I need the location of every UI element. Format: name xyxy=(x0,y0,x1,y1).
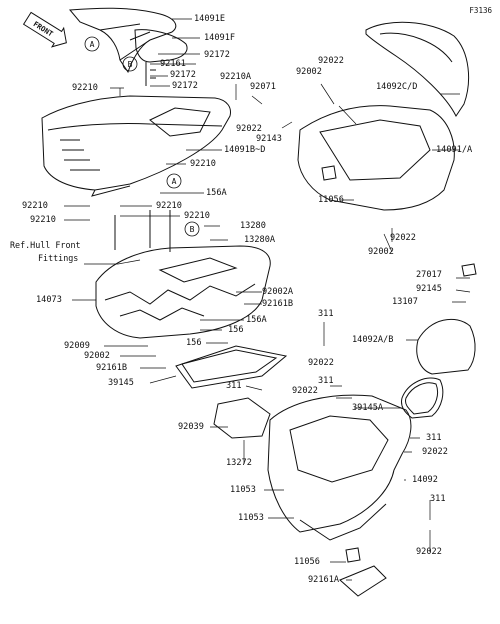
part-label: 92172 xyxy=(204,50,230,60)
part-label: 92002 xyxy=(296,67,322,77)
part-label: 13107 xyxy=(392,297,418,307)
part-label: 311 xyxy=(318,376,334,386)
gasket-39145-part xyxy=(175,345,288,389)
front-cover-14091b-part xyxy=(41,95,231,197)
callout-a-top xyxy=(84,36,100,52)
trim-14092cd-part xyxy=(365,21,470,117)
part-label: 156A xyxy=(246,315,267,325)
part-label: 92161A xyxy=(308,575,340,585)
part-label: 92210 xyxy=(184,211,210,221)
gasket-39145a-part xyxy=(401,377,444,419)
part-label: 13280 xyxy=(240,221,266,231)
cover-14092ab-part xyxy=(416,318,476,375)
part-label: 14091B~D xyxy=(224,145,266,155)
part-label: 92145 xyxy=(416,284,442,294)
part-label: 92210 xyxy=(30,215,56,225)
part-label: 156 xyxy=(228,325,244,335)
ref-label: Fittings xyxy=(38,253,79,263)
part-label: 156 xyxy=(186,338,202,348)
document-code: F3136 xyxy=(469,6,492,15)
part-label: 27017 xyxy=(416,270,442,280)
side-panel-14091a-part xyxy=(297,105,455,211)
front-direction-badge: FRONT xyxy=(22,11,67,48)
part-label: 92022 xyxy=(236,124,262,134)
part-label: 92071 xyxy=(250,82,276,92)
part-label: 311 xyxy=(226,381,242,391)
part-label: 92022 xyxy=(318,56,344,66)
part-label: 92022 xyxy=(308,358,334,368)
part-label: 11056 xyxy=(318,195,344,205)
part-label: 311 xyxy=(318,309,334,319)
part-label: 11053 xyxy=(230,485,256,495)
part-label: 92039 xyxy=(178,422,204,432)
part-label: 92161 xyxy=(160,59,186,69)
part-label: 92210 xyxy=(190,159,216,169)
part-label: 14091/A xyxy=(436,145,473,155)
part-label: 92210 xyxy=(156,201,182,211)
part-label: 92022 xyxy=(390,233,416,243)
callout-a-mid xyxy=(166,173,182,189)
part-label: 92210 xyxy=(72,83,98,93)
ref-label: Ref.Hull Front xyxy=(10,240,81,250)
hood-14092-part xyxy=(267,394,412,541)
part-label: 92022 xyxy=(422,447,448,457)
storage-tray-14073-part xyxy=(95,245,271,339)
callout-b-top-label: B xyxy=(128,60,133,69)
part-label: 14091F xyxy=(204,33,236,43)
part-label: 156A xyxy=(206,188,227,198)
callout-b-top xyxy=(122,56,138,72)
part-label: 92172 xyxy=(172,81,198,91)
part-label: 39145A xyxy=(352,403,384,413)
callout-b-mid-label: B xyxy=(190,225,195,234)
part-label: 39145 xyxy=(108,378,134,388)
part-label: 14073 xyxy=(36,295,62,305)
part-label: 92161B xyxy=(96,363,128,373)
part-92161a xyxy=(339,565,387,597)
part-label: 92210 xyxy=(22,201,48,211)
part-label: 92210A xyxy=(220,72,252,82)
part-label: 92022 xyxy=(292,386,318,396)
part-label: 13272 xyxy=(226,458,252,468)
part-label: 14092C/D xyxy=(376,82,418,92)
callout-a-top-label: A xyxy=(90,40,95,49)
part-label: 311 xyxy=(430,494,446,504)
part-label: 92002A xyxy=(262,287,294,297)
part-label: 92002 xyxy=(368,247,394,257)
part-label: 92161B xyxy=(262,299,294,309)
part-label: 11053 xyxy=(238,513,264,523)
callout-b-mid xyxy=(184,221,200,237)
part-label: 14091E xyxy=(194,14,226,24)
part-label: 92002 xyxy=(84,351,110,361)
bracket-14091e-part xyxy=(68,7,177,74)
bracket-13272-part xyxy=(213,397,271,439)
part-11056-top xyxy=(321,165,337,181)
bracket-14091f-part xyxy=(134,29,188,63)
part-label: 14092A/B xyxy=(352,335,394,345)
callout-a-mid-label: A xyxy=(172,177,177,186)
part-label: 311 xyxy=(426,433,442,443)
part-label: 92022 xyxy=(416,547,442,557)
part-label: 92172 xyxy=(170,70,196,80)
fastener-stack xyxy=(145,62,156,86)
part-label: 92143 xyxy=(256,134,282,144)
part-11056-bottom xyxy=(345,547,361,563)
part-label: 13280A xyxy=(244,235,276,245)
part-27017 xyxy=(461,263,477,277)
part-label: 14092 xyxy=(412,475,438,485)
part-label: 11056 xyxy=(294,557,320,567)
part-label: 92009 xyxy=(64,341,90,351)
leader-lines xyxy=(64,18,471,581)
